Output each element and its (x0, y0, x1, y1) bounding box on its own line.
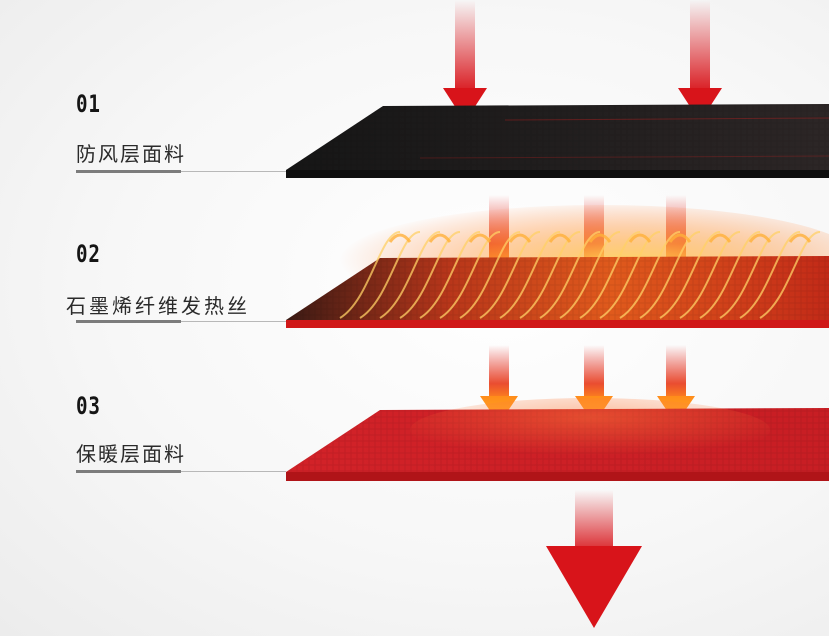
label-underline (76, 170, 181, 173)
graphene-heating-layer (286, 205, 829, 328)
arrow-down-icon (546, 490, 642, 628)
layer-name: 防风层面料 (76, 142, 186, 166)
layer-name: 保暖层面料 (76, 442, 186, 466)
arrow-down-icon (678, 0, 722, 122)
label-leader-line (181, 321, 286, 322)
label-leader-line (181, 171, 286, 172)
label-leader-line (181, 471, 286, 472)
layer-number: 02 (76, 240, 101, 268)
windproof-fabric-layer (286, 104, 829, 178)
label-underline (76, 470, 181, 473)
heating-coil (339, 231, 821, 319)
layer-label-3: 03 保暖层面料 (0, 390, 300, 490)
thermal-fabric-layer (286, 398, 829, 481)
layer-number: 01 (76, 90, 101, 118)
layer-number: 03 (76, 392, 101, 420)
label-underline (76, 320, 181, 323)
arrow-down-icon (443, 0, 487, 122)
layer-label-1: 01 防风层面料 (0, 88, 300, 188)
layer-label-2: 02 石墨烯纤维发热丝 (0, 238, 300, 338)
layer-name: 石墨烯纤维发热丝 (66, 294, 250, 318)
